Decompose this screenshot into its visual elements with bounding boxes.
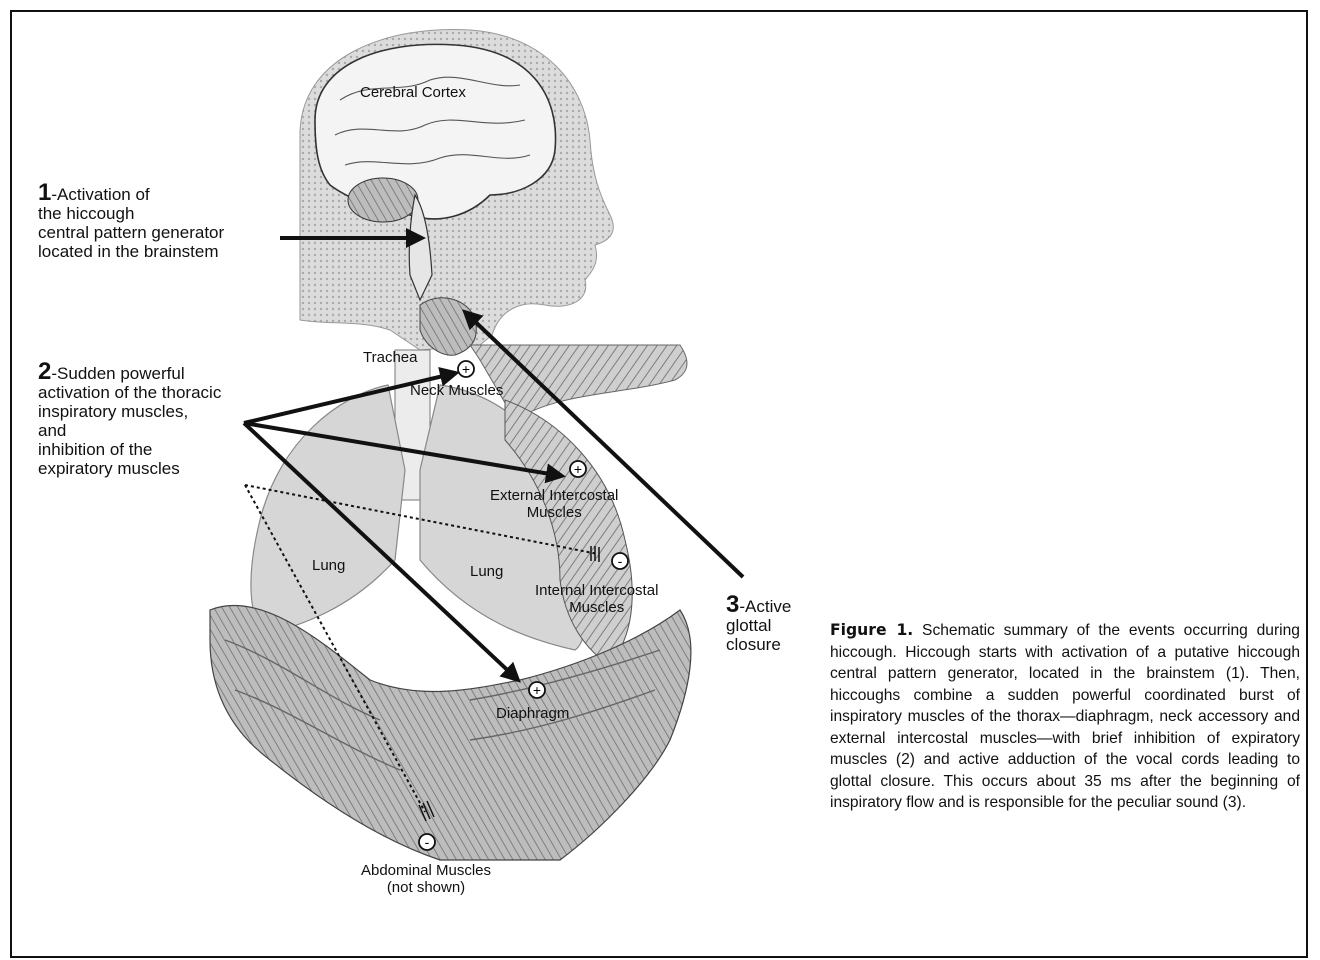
step-3-line-1: -Active [739, 597, 791, 616]
minus-sign-abdominal: - [419, 834, 435, 850]
step-2-number: 2 [38, 358, 51, 385]
svg-text:-: - [618, 553, 623, 569]
figure-label: Figure 1. [830, 621, 913, 639]
step-1-number: 1 [38, 179, 51, 206]
caption-text: Schematic summary of the events occurrin… [830, 622, 1300, 811]
label-lung-left: Lung [312, 557, 345, 574]
left-lung-illustration [251, 385, 405, 635]
plus-sign-external-intercostal: + [570, 461, 586, 477]
step-2-line-3: inspiratory muscles, [38, 402, 221, 421]
step-1-line-1: -Activation of [51, 185, 149, 204]
figure-caption: Figure 1. Schematic summary of the event… [830, 620, 1300, 814]
svg-text:+: + [462, 361, 470, 377]
step-1-line-3: central pattern generator [38, 223, 224, 242]
step-2-label: 2-Sudden powerful activation of the thor… [38, 362, 221, 478]
minus-sign-internal-intercostal: - [612, 553, 628, 569]
step-1-line-4: located in the brainstem [38, 242, 224, 261]
step-2-line-2: activation of the thoracic [38, 383, 221, 402]
step-3-line-3: closure [726, 635, 791, 654]
label-lung-right: Lung [470, 563, 503, 580]
svg-text:-: - [425, 834, 430, 850]
label-trachea: Trachea [363, 349, 417, 366]
svg-text:+: + [533, 682, 541, 698]
step-2-line-1: -Sudden powerful [51, 364, 184, 383]
step-2-line-5: inhibition of the [38, 440, 221, 459]
plus-sign-diaphragm: + [529, 682, 545, 698]
step-2-line-6: expiratory muscles [38, 459, 221, 478]
svg-text:+: + [574, 461, 582, 477]
plus-sign-neck: + [458, 361, 474, 377]
label-external-intercostal: External Intercostal Muscles [490, 487, 618, 521]
step-3-label: 3-Active glottal closure [726, 595, 791, 654]
step-3-number: 3 [726, 591, 739, 618]
step-1-label: 1-Activation of the hiccough central pat… [38, 183, 224, 261]
step-3-line-2: glottal [726, 616, 791, 635]
label-cerebral-cortex: Cerebral Cortex [360, 84, 466, 101]
label-neck-muscles: Neck Muscles [410, 382, 503, 399]
step-2-line-4: and [38, 421, 221, 440]
label-diaphragm: Diaphragm [496, 705, 569, 722]
label-internal-intercostal: Internal Intercostal Muscles [535, 582, 658, 616]
label-abdominal-muscles: Abdominal Muscles (not shown) [350, 862, 502, 896]
step-1-line-2: the hiccough [38, 204, 224, 223]
